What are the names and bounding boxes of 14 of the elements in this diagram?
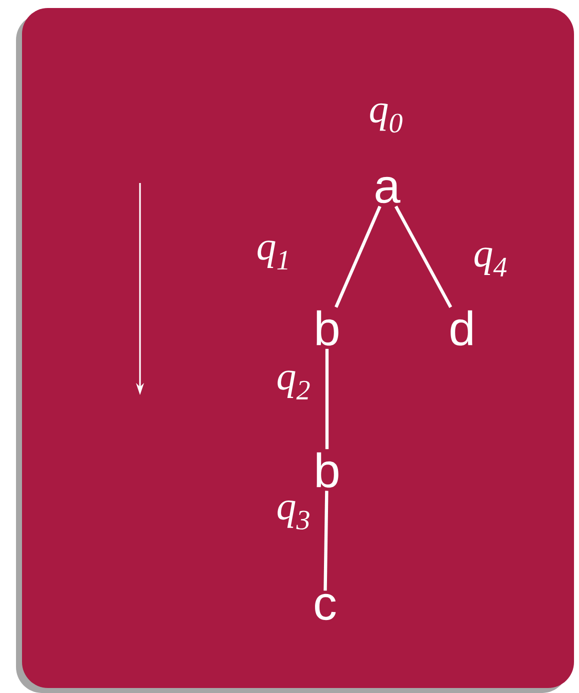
- edge-label: q$_{3}$: [275, 499, 312, 531]
- tree-edge: [334, 206, 382, 308]
- tree-edge: [394, 206, 452, 308]
- edge-label: q$_{2}$: [275, 370, 312, 400]
- edge-label: q$_{1}$: [255, 240, 292, 270]
- node-letter: c: [315, 594, 336, 620]
- edge-label: q$_{4}$: [472, 246, 509, 278]
- node-letter: b: [316, 310, 338, 346]
- node-letter: a: [376, 176, 400, 204]
- node-letter: b: [316, 452, 338, 488]
- tree-edge: [325, 348, 329, 450]
- node-letter: d: [450, 310, 472, 346]
- tree-edge: [324, 490, 328, 591]
- state-label: q$_{0}$: [370, 103, 402, 133]
